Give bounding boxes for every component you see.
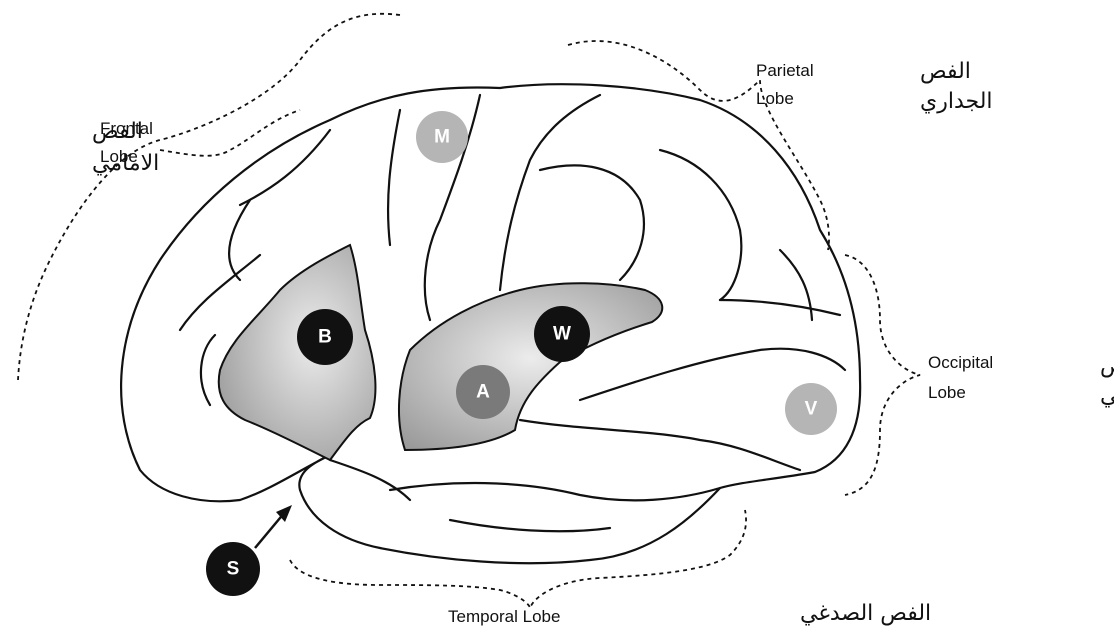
frontal-ar-2: الامامي <box>92 151 159 176</box>
parietal-ar-1: الفص <box>920 59 971 84</box>
marker-W: W <box>534 306 590 362</box>
svg-text:W: W <box>553 324 571 345</box>
marker-V: V <box>785 383 837 435</box>
marker-B: B <box>297 309 353 365</box>
parietal-ar-2: الجداري <box>920 89 993 114</box>
occipital-ar-2: القذالي <box>1100 383 1114 408</box>
temporal-ar: الفص الصدغي <box>800 601 931 626</box>
svg-text:A: A <box>476 382 490 403</box>
parietal-en-1: Parietal <box>756 61 814 80</box>
parietal-en-2: Lobe <box>756 89 794 108</box>
frontal-lobe-label: Frontal Lobe الفص الامامي <box>92 119 159 176</box>
temporal-lobe-label: Temporal Lobe الفص الصدغي <box>448 601 931 626</box>
occipital-en-2: Lobe <box>928 383 966 402</box>
occipital-lobe-label: Occipital Lobe الفص القذالي <box>928 353 1114 408</box>
svg-text:M: M <box>434 127 450 148</box>
occipital-ar-1: الفص <box>1100 353 1114 378</box>
svg-text:V: V <box>805 399 818 420</box>
temporal-en: Temporal Lobe <box>448 607 560 626</box>
marker-M: M <box>416 111 468 163</box>
svg-text:B: B <box>318 327 332 348</box>
svg-text:S: S <box>227 559 240 580</box>
frontal-ar-1: الفص <box>92 119 143 144</box>
marker-A: A <box>456 365 510 419</box>
broca-region <box>219 245 376 460</box>
parietal-lobe-label: Parietal Lobe الفص الجداري <box>756 59 993 114</box>
marker-S: S <box>206 542 260 596</box>
arrow <box>255 505 292 548</box>
wernicke-region <box>399 283 662 450</box>
occipital-brace <box>845 255 920 495</box>
occipital-en-1: Occipital <box>928 353 993 372</box>
temporal-brace <box>290 510 746 608</box>
